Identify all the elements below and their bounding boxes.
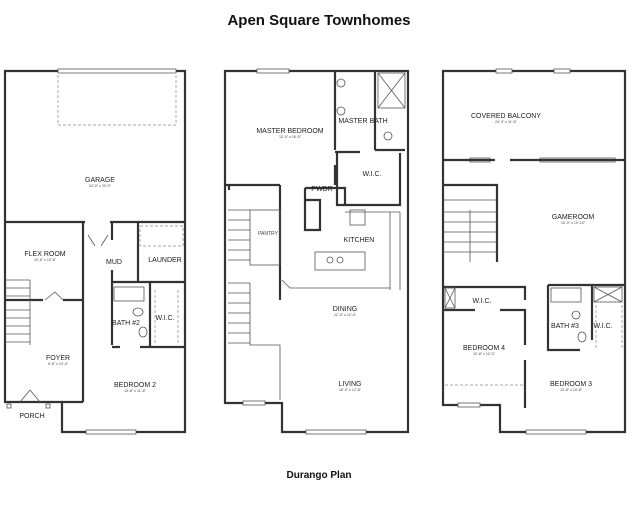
room-label-garage: GARAGE bbox=[85, 177, 115, 184]
room-dims-bedroom-4: 10'-8" x 12'-0" bbox=[473, 352, 496, 356]
room-label-kitchen: KITCHEN bbox=[344, 237, 375, 244]
page-title: Apen Square Townhomes bbox=[227, 12, 411, 29]
room-label-dining: DINING bbox=[333, 306, 358, 313]
room-label-bedroom-4: BEDROOM 4 bbox=[463, 345, 505, 352]
room-dims-dining: 12'-0" x 12'-4" bbox=[334, 313, 357, 317]
room-dims-gameroom: 10'-0" x 19'-10" bbox=[561, 221, 586, 225]
room-dims-covered-balcony: 24'-0" x 11'-6" bbox=[495, 120, 518, 124]
room-label-flex-room: FLEX ROOM bbox=[24, 251, 65, 258]
second-floor-plan: MASTER BEDROOM 13'-0" x 16'-0" MASTER BA… bbox=[223, 68, 410, 435]
room-label-covered-balcony: COVERED BALCONY bbox=[471, 113, 541, 120]
room-label-wic: W.I.C. bbox=[362, 171, 381, 178]
room-dims-master-bedroom: 13'-0" x 16'-0" bbox=[279, 135, 302, 139]
room-label-bath-2: BATH #2 bbox=[112, 320, 140, 327]
room-label-master-bath: MASTER BATH bbox=[338, 118, 387, 125]
room-label-porch: PORCH bbox=[19, 413, 44, 420]
room-label-living: LIVING bbox=[339, 381, 362, 388]
room-dims-flex-room: 10'-6" x 10'-6" bbox=[34, 258, 57, 262]
room-label-gameroom: GAMEROOM bbox=[552, 214, 595, 221]
room-label-pwdr: PWDR bbox=[311, 186, 332, 193]
room-label-foyer: FOYER bbox=[46, 355, 70, 362]
plan-caption: Durango Plan bbox=[286, 470, 352, 481]
room-dims-bedroom-2: 13'-8" x 11'-8" bbox=[124, 389, 147, 393]
room-label-wic: W.I.C. bbox=[155, 315, 174, 322]
room-label-bedroom-2: BEDROOM 2 bbox=[114, 382, 156, 389]
room-label-mud: MUD bbox=[106, 259, 122, 266]
room-label-pantry: PANTRY bbox=[258, 231, 278, 237]
room-label-master-bedroom: MASTER BEDROOM bbox=[256, 128, 323, 135]
room-dims-foyer: 6'-8" x 13'-4" bbox=[48, 362, 69, 366]
room-label-wic-bedroom-4: W.I.C. bbox=[472, 298, 491, 305]
third-floor-plan: COVERED BALCONY 24'-0" x 11'-6" GAMEROOM… bbox=[441, 68, 627, 435]
room-label-bath-3: BATH #3 bbox=[551, 323, 579, 330]
room-dims-bedroom-3: 13'-8" x 10'-8" bbox=[560, 388, 583, 392]
room-dims-garage: 24'-0" x 20'-0" bbox=[89, 184, 112, 188]
first-floor-plan: GARAGE 24'-0" x 20'-0" FLEX ROOM 10'-6" … bbox=[3, 68, 187, 435]
room-label-wic-bedroom-3: W.I.C. bbox=[593, 323, 612, 330]
room-dims-living: 16'-0" x 12'-8" bbox=[339, 388, 362, 392]
room-label-launder: LAUNDER bbox=[148, 257, 181, 264]
room-label-bedroom-3: BEDROOM 3 bbox=[550, 381, 592, 388]
